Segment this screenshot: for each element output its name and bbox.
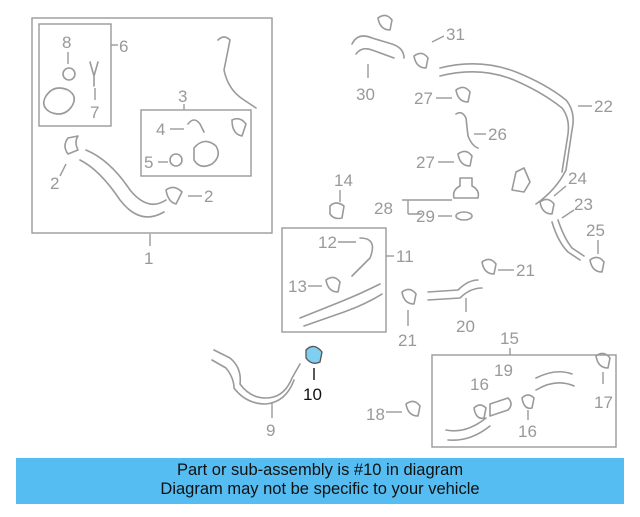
callout-11: 11	[396, 247, 414, 266]
callout-12: 12	[318, 233, 337, 252]
callout-30: 30	[356, 85, 375, 104]
assembly-box-3	[140, 109, 252, 177]
callout-15: 15	[500, 329, 519, 348]
callout-28: 28	[374, 199, 393, 218]
clamp-top-part	[377, 14, 393, 31]
clamp-13-part	[325, 276, 341, 293]
callout-2a: 2	[50, 174, 59, 193]
clip-4-part	[187, 119, 205, 133]
callout-17: 17	[594, 393, 613, 412]
callout-22: 22	[594, 97, 613, 116]
assembly-box-15	[431, 354, 617, 448]
callout-20: 20	[456, 317, 475, 336]
callout-10: 10	[303, 385, 322, 404]
hose-23-part	[551, 219, 585, 261]
callout-14: 14	[334, 171, 353, 190]
clamp-17-part	[595, 352, 611, 369]
callout-7: 7	[90, 103, 99, 122]
leader-31	[431, 35, 445, 43]
clamp-27a-part	[455, 86, 471, 103]
hose-26-part	[455, 111, 479, 149]
banner-line-2: Diagram may not be specific to your vehi…	[160, 480, 480, 498]
pipe-22-part	[439, 63, 574, 205]
clamp-31-part	[413, 52, 429, 69]
callout-18: 18	[366, 405, 385, 424]
info-banner: Part or sub-assembly is #10 in diagram D…	[16, 458, 624, 504]
hose-9-part	[213, 349, 301, 399]
callout-26: 26	[488, 125, 507, 144]
clamp-27b-part	[457, 150, 473, 167]
callout-29: 29	[416, 207, 435, 226]
clamp-25-part	[589, 256, 605, 273]
callout-31: 31	[446, 25, 465, 44]
callout-16a: 16	[470, 375, 489, 394]
callout-25: 25	[586, 221, 605, 240]
callout-27b: 27	[416, 153, 435, 172]
hose-15-lower-part	[445, 417, 491, 442]
clamp-16a-part	[473, 404, 487, 420]
o-ring-29-part	[455, 211, 473, 221]
hose-top-right-part	[217, 36, 257, 109]
clamp-24-part	[539, 198, 555, 215]
leader-2a	[59, 163, 67, 177]
banner-line-1: Part or sub-assembly is #10 in diagram	[176, 461, 464, 479]
leader-24	[553, 185, 567, 197]
clamp-18-part	[405, 400, 421, 417]
o-ring-8-part	[62, 67, 76, 81]
hose-15-part	[535, 370, 575, 391]
leader-23	[561, 209, 575, 219]
callout-5: 5	[144, 153, 153, 172]
hose-12-part	[351, 237, 374, 277]
hose-1-lower	[85, 149, 167, 206]
assembly-box-6	[38, 23, 112, 127]
fitting-19-part	[489, 397, 512, 417]
leader-28-29	[402, 199, 452, 215]
callout-27a: 27	[414, 89, 433, 108]
callout-9: 9	[266, 421, 275, 440]
callout-13: 13	[288, 277, 307, 296]
coupling-part	[42, 87, 76, 115]
assembly-box-1	[31, 17, 273, 234]
callout-4: 4	[156, 120, 165, 139]
clamp-14-part	[329, 202, 345, 220]
hose-1-upper	[79, 159, 165, 218]
valve-28-part	[452, 177, 480, 199]
callout-1: 1	[144, 249, 153, 268]
callout-21b: 21	[398, 331, 417, 350]
clip-7-part	[89, 61, 99, 87]
callout-23: 23	[574, 195, 593, 214]
hose-9-part-b	[211, 359, 295, 405]
clamp-2a-part	[64, 135, 79, 155]
callout-24: 24	[568, 169, 587, 188]
clamp-part	[231, 117, 247, 137]
callout-21a: 21	[516, 261, 535, 280]
hose-30-part	[351, 35, 405, 59]
clamp-16b-part	[521, 394, 535, 410]
callout-2b: 2	[204, 187, 213, 206]
hose-20-part	[427, 279, 483, 301]
housing-3-part	[193, 140, 220, 168]
callout-19: 19	[494, 361, 513, 380]
callout-3: 3	[178, 87, 187, 106]
clamp-21a-part	[481, 258, 497, 275]
clamp-2b-part	[165, 186, 183, 205]
callout-8: 8	[62, 33, 71, 52]
callout-16b: 16	[518, 422, 537, 441]
part-10-clamp	[305, 345, 323, 364]
assembly-box-11	[281, 227, 387, 333]
clamp-21b-part	[401, 288, 417, 305]
o-ring-5-part	[169, 153, 183, 167]
bracket-22-part	[511, 167, 531, 193]
callout-6: 6	[119, 37, 128, 56]
pipe-11-part	[299, 283, 383, 327]
